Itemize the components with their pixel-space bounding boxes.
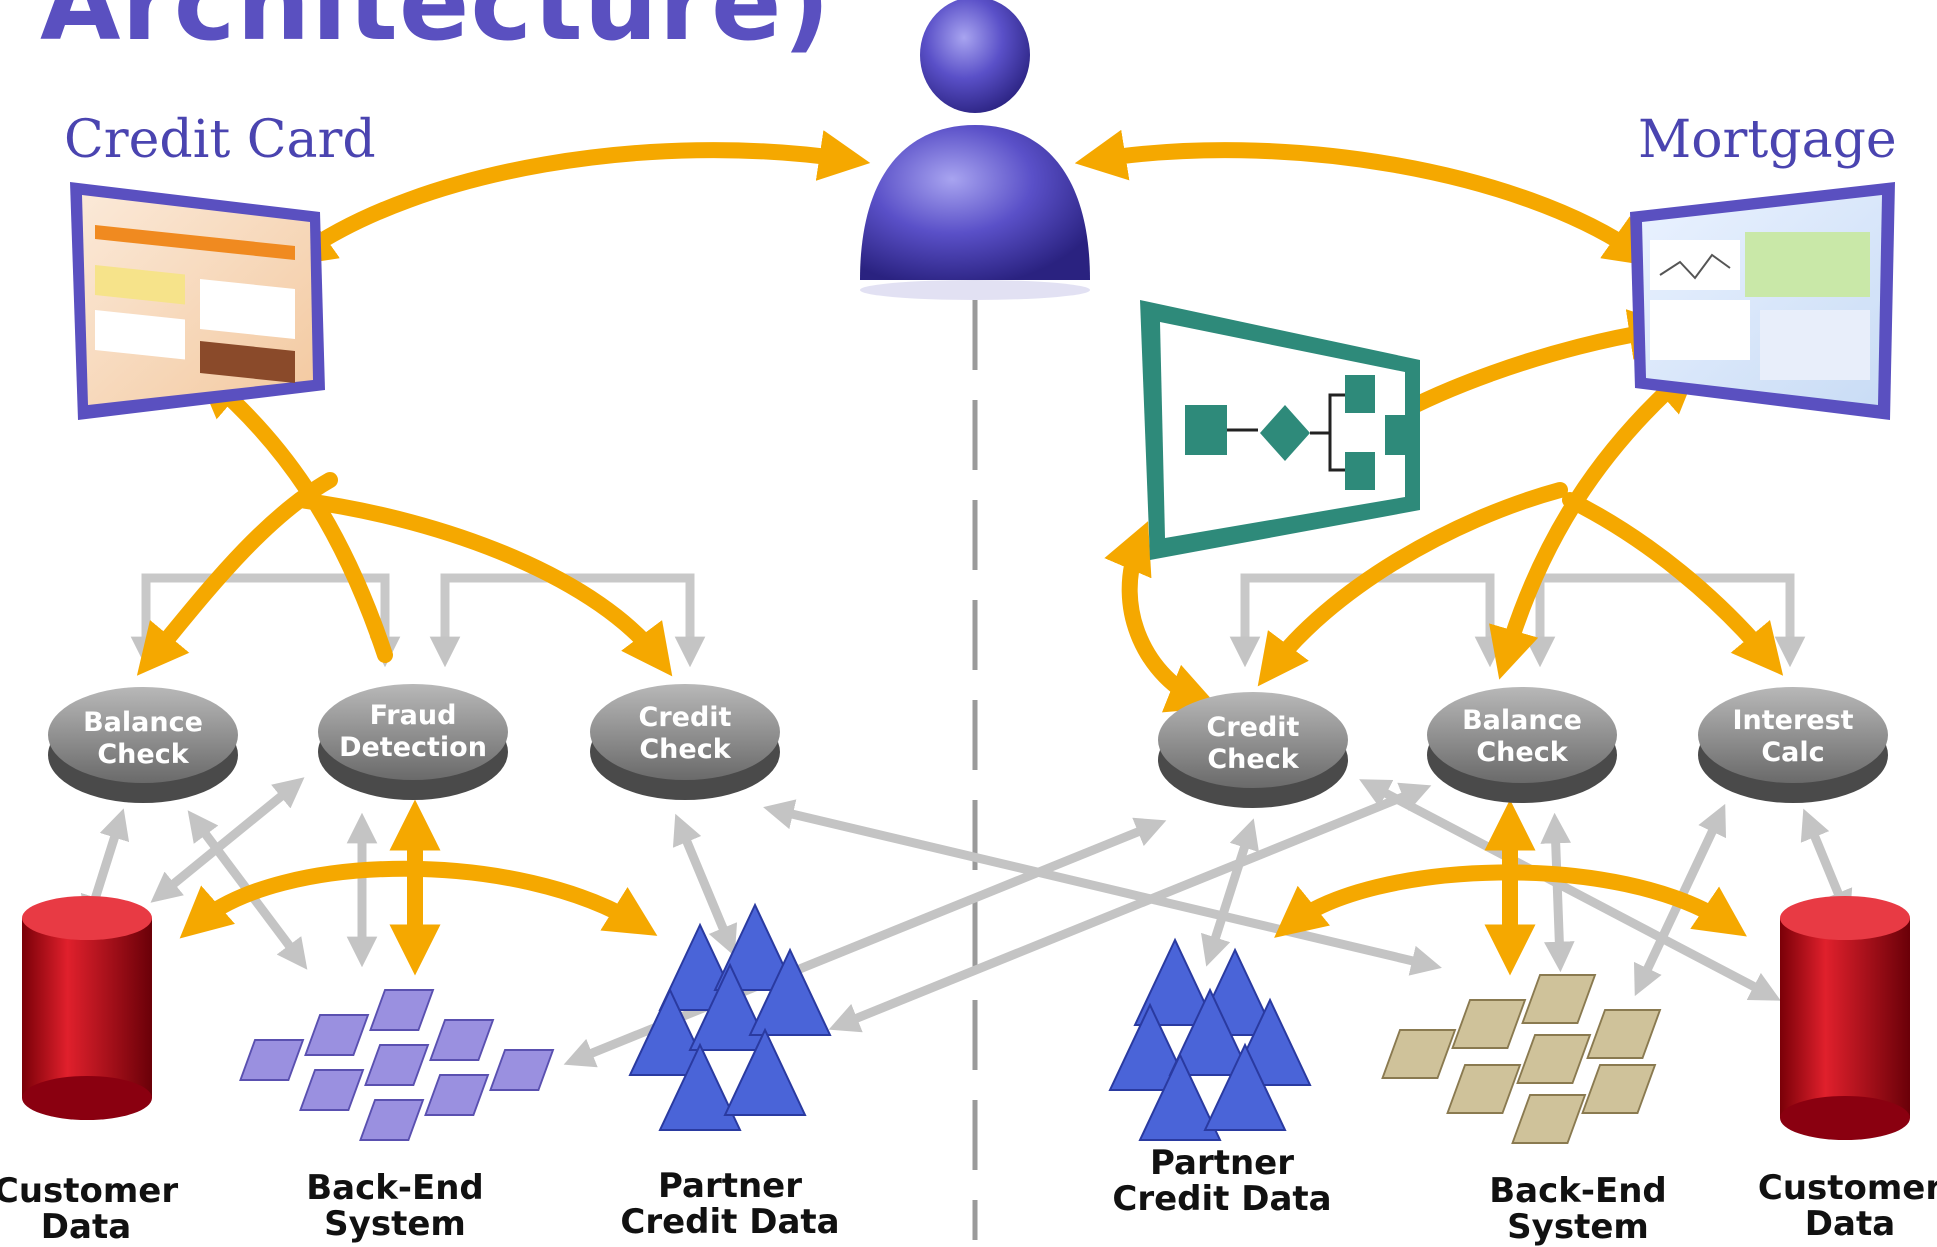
app-label-mortgage: Mortgage	[1638, 110, 1897, 170]
flow-arrows	[136, 129, 1784, 976]
service-disc: Credit Check	[590, 684, 780, 800]
service-label: Balance	[1462, 705, 1582, 736]
service-label: Check	[1207, 744, 1299, 775]
service-connector-brackets	[130, 573, 1806, 668]
service-disc: Fraud Detection	[318, 684, 508, 800]
cube-grid-icon-left	[239, 989, 555, 1141]
service-label: Fraud	[370, 700, 457, 731]
database-icon-left	[22, 896, 152, 1120]
pyramid-icon-left	[628, 902, 832, 1131]
service-label: Check	[1476, 737, 1568, 768]
monitor-icon-mortgage	[1630, 182, 1895, 420]
monitor-icon-credit-card	[70, 182, 325, 420]
service-label: Calc	[1761, 737, 1824, 768]
service-label: Credit	[1207, 712, 1300, 743]
person-icon	[860, 0, 1090, 300]
service-discs: Balance Check Fraud Detection Credit Che…	[48, 684, 1888, 808]
service-label: Interest	[1732, 705, 1853, 736]
service-label: Check	[639, 734, 731, 765]
workflow-icon	[1140, 300, 1420, 560]
database-icon-right	[1780, 896, 1910, 1140]
service-disc: Interest Calc	[1698, 687, 1888, 803]
service-disc: Balance Check	[48, 687, 238, 803]
service-label: Check	[97, 739, 189, 770]
service-label: Detection	[339, 732, 487, 763]
service-label: Balance	[83, 707, 203, 738]
cube-grid-icon-right	[1381, 974, 1662, 1144]
service-disc: Balance Check	[1427, 687, 1617, 803]
service-label: Credit	[639, 702, 732, 733]
pyramid-icon-right	[1108, 937, 1312, 1141]
page-title: Architecture)	[40, 0, 832, 64]
service-disc: Credit Check	[1158, 692, 1348, 808]
